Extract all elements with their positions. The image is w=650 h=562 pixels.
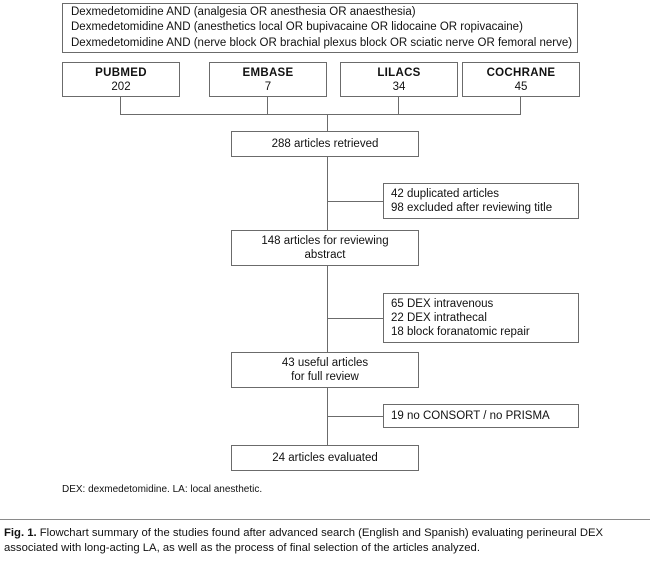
connector-database-bus <box>120 114 521 115</box>
step-box-articles-retrieved: 288 articles retrieved <box>231 131 419 157</box>
database-count: 34 <box>392 80 406 93</box>
connector-embase-down <box>267 97 268 114</box>
database-count: 7 <box>264 80 272 93</box>
step-box-articles-for-abstract: 148 articles for reviewing abstract <box>231 230 419 266</box>
exclusion-line-1: 65 DEX intravenous <box>391 298 494 310</box>
database-name: PUBMED <box>95 66 147 79</box>
abbreviations-footnote: DEX: dexmedetomidine. LA: local anesthet… <box>62 484 263 495</box>
exclusion-box-dex-routes: 65 DEX intravenous 22 DEX intrathecal 18… <box>383 293 579 343</box>
database-count: 45 <box>514 80 528 93</box>
step-line-1: 288 articles retrieved <box>271 138 379 150</box>
figure-caption: Fig. 1. Flowchart summary of the studies… <box>4 526 648 556</box>
spine-useful-to-evaluated <box>327 388 328 446</box>
step-box-useful-articles: 43 useful articles for full review <box>231 352 419 388</box>
branch-to-exclusion-1 <box>327 201 384 202</box>
step-line-1: 24 articles evaluated <box>272 452 378 464</box>
step-line-1: 43 useful articles <box>281 357 369 369</box>
caption-divider <box>0 519 650 520</box>
database-box-cochrane: COCHRANE 45 <box>462 62 580 97</box>
exclusion-line-3: 18 block foranatomic repair <box>391 326 530 338</box>
connector-cochrane-down <box>520 97 521 114</box>
database-box-pubmed: PUBMED 202 <box>62 62 180 97</box>
search-query-box: Dexmedetomidine AND (analgesia OR anesth… <box>62 3 578 53</box>
spine-abstract-to-useful <box>327 266 328 353</box>
database-name: LILACS <box>377 66 421 79</box>
database-name: COCHRANE <box>486 66 556 79</box>
exclusion-box-no-consort-prisma: 19 no CONSORT / no PRISMA <box>383 404 579 428</box>
figure-caption-text: Flowchart summary of the studies found a… <box>4 527 604 554</box>
spine-retrieved-to-abstract <box>327 157 328 231</box>
step-line-2: for full review <box>291 371 359 383</box>
connector-lilacs-down <box>398 97 399 114</box>
exclusion-line-2: 98 excluded after reviewing title <box>391 202 553 214</box>
connector-pubmed-down <box>120 97 121 114</box>
step-line-1: 148 articles for reviewing <box>261 235 389 247</box>
database-name: EMBASE <box>242 66 294 79</box>
exclusion-line-1: 19 no CONSORT / no PRISMA <box>391 410 550 422</box>
flowchart-figure: Dexmedetomidine AND (analgesia OR anesth… <box>62 3 580 495</box>
query-line-3: Dexmedetomidine AND (nerve block OR brac… <box>71 36 573 49</box>
query-line-2: Dexmedetomidine AND (anesthetics local O… <box>71 21 523 34</box>
step-box-articles-evaluated: 24 articles evaluated <box>231 445 419 471</box>
database-box-lilacs: LILACS 34 <box>340 62 458 97</box>
database-count: 202 <box>111 80 131 93</box>
branch-to-exclusion-2 <box>327 318 384 319</box>
query-line-1: Dexmedetomidine AND (analgesia OR anesth… <box>71 5 416 18</box>
exclusion-line-2: 22 DEX intrathecal <box>391 312 487 324</box>
figure-caption-label: Fig. 1. <box>4 527 37 539</box>
exclusion-box-duplicates-and-titles: 42 duplicated articles 98 excluded after… <box>383 183 579 219</box>
branch-to-exclusion-3 <box>327 416 384 417</box>
database-box-embase: EMBASE 7 <box>209 62 327 97</box>
step-line-2: abstract <box>304 249 346 261</box>
connector-bus-to-retrieved <box>327 114 328 132</box>
exclusion-line-1: 42 duplicated articles <box>391 188 500 200</box>
